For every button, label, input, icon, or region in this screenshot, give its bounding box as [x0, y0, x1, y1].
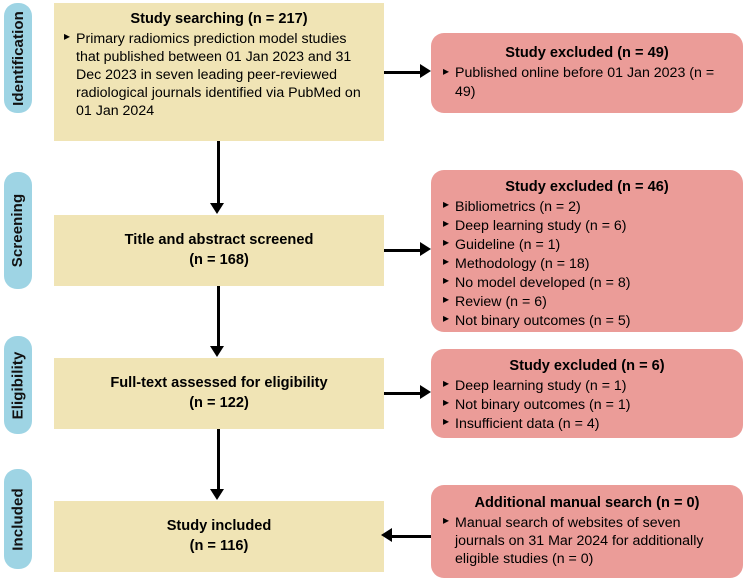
stage-label-eligibility: Eligibility	[4, 336, 32, 434]
flow-box-study-included-count: (n = 116)	[189, 537, 249, 554]
stage-label-identification: Identification	[4, 3, 32, 113]
arrow-right-icon-to-excluded-screening	[420, 242, 431, 256]
list-item: No model developed (n = 8)	[443, 273, 731, 292]
connector-line-identification-to-screening	[217, 141, 220, 204]
flow-box-study-included: Study included (n = 116)	[54, 501, 384, 572]
connector-line-to-excluded-identification	[384, 71, 422, 74]
arrow-right-icon-to-excluded-eligibility	[420, 385, 431, 399]
list-item: Manual search of websites of seven journ…	[443, 513, 731, 569]
list-item: Not binary outcomes (n = 5)	[443, 311, 731, 330]
stage-label-eligibility-text: Eligibility	[9, 351, 27, 419]
list-item: Bibliometrics (n = 2)	[443, 197, 731, 216]
connector-line-eligibility-to-included	[217, 429, 220, 490]
list-item: Primary radiomics prediction model studi…	[64, 29, 374, 121]
connector-line-screening-to-eligibility	[217, 286, 220, 347]
arrow-down-icon-screening-to-eligibility	[210, 346, 224, 357]
excluded-box-screening-title: Study excluded (n = 46)	[505, 179, 669, 195]
flow-box-title-abstract-screened: Title and abstract screened (n = 168)	[54, 215, 384, 286]
arrow-right-icon-to-excluded-identification	[420, 64, 431, 78]
flow-box-study-searching-title: Study searching (n = 217)	[130, 11, 308, 27]
stage-label-screening: Screening	[4, 172, 32, 289]
additional-manual-search-bullets: Manual search of websites of seven journ…	[443, 513, 731, 570]
connector-line-to-excluded-eligibility	[384, 392, 422, 395]
flow-box-fulltext-assessed-title: Full-text assessed for eligibility	[110, 374, 328, 391]
excluded-box-eligibility: Study excluded (n = 6) Deep learning stu…	[431, 349, 743, 438]
excluded-box-identification-bullets: Published online before 01 Jan 2023 (n =…	[443, 64, 731, 101]
excluded-box-eligibility-bullets: Deep learning study (n = 1) Not binary o…	[443, 376, 731, 433]
list-item: Not binary outcomes (n = 1)	[443, 395, 731, 414]
arrow-down-icon-identification-to-screening	[210, 203, 224, 214]
list-item: Methodology (n = 18)	[443, 254, 731, 273]
arrow-left-icon-manual-search-to-included	[381, 528, 392, 542]
flow-box-study-included-title: Study included	[166, 517, 272, 534]
excluded-box-identification-title: Study excluded (n = 49)	[505, 45, 669, 62]
flow-box-fulltext-assessed-count: (n = 122)	[189, 394, 249, 411]
stage-label-identification-text: Identification	[9, 10, 27, 106]
list-item: Insufficient data (n = 4)	[443, 414, 731, 433]
list-item: Review (n = 6)	[443, 292, 731, 311]
stage-label-screening-text: Screening	[9, 193, 27, 268]
arrow-down-icon-eligibility-to-included	[210, 489, 224, 500]
list-item: Deep learning study (n = 1)	[443, 376, 731, 395]
flow-box-title-abstract-screened-count: (n = 168)	[189, 251, 249, 268]
flow-box-fulltext-assessed: Full-text assessed for eligibility (n = …	[54, 358, 384, 429]
connector-line-manual-search-to-included	[392, 535, 431, 538]
excluded-box-screening-bullets: Bibliometrics (n = 2) Deep learning stud…	[443, 197, 731, 330]
excluded-box-identification: Study excluded (n = 49) Published online…	[431, 33, 743, 113]
excluded-box-screening: Study excluded (n = 46) Bibliometrics (n…	[431, 170, 743, 332]
stage-label-included: Included	[4, 469, 32, 569]
excluded-box-eligibility-title: Study excluded (n = 6)	[509, 358, 665, 374]
list-item: Deep learning study (n = 6)	[443, 216, 731, 235]
list-item: Published online before 01 Jan 2023 (n =…	[443, 64, 731, 101]
additional-manual-search-title: Additional manual search (n = 0)	[474, 494, 700, 511]
connector-line-to-excluded-screening	[384, 249, 422, 252]
flow-box-study-searching-bullets: Primary radiomics prediction model studi…	[64, 29, 374, 121]
flow-box-study-searching: Study searching (n = 217) Primary radiom…	[54, 3, 384, 141]
list-item: Guideline (n = 1)	[443, 235, 731, 254]
stage-label-included-text: Included	[9, 487, 27, 551]
flow-box-title-abstract-screened-title: Title and abstract screened	[124, 231, 314, 248]
additional-manual-search-box: Additional manual search (n = 0) Manual …	[431, 485, 743, 578]
